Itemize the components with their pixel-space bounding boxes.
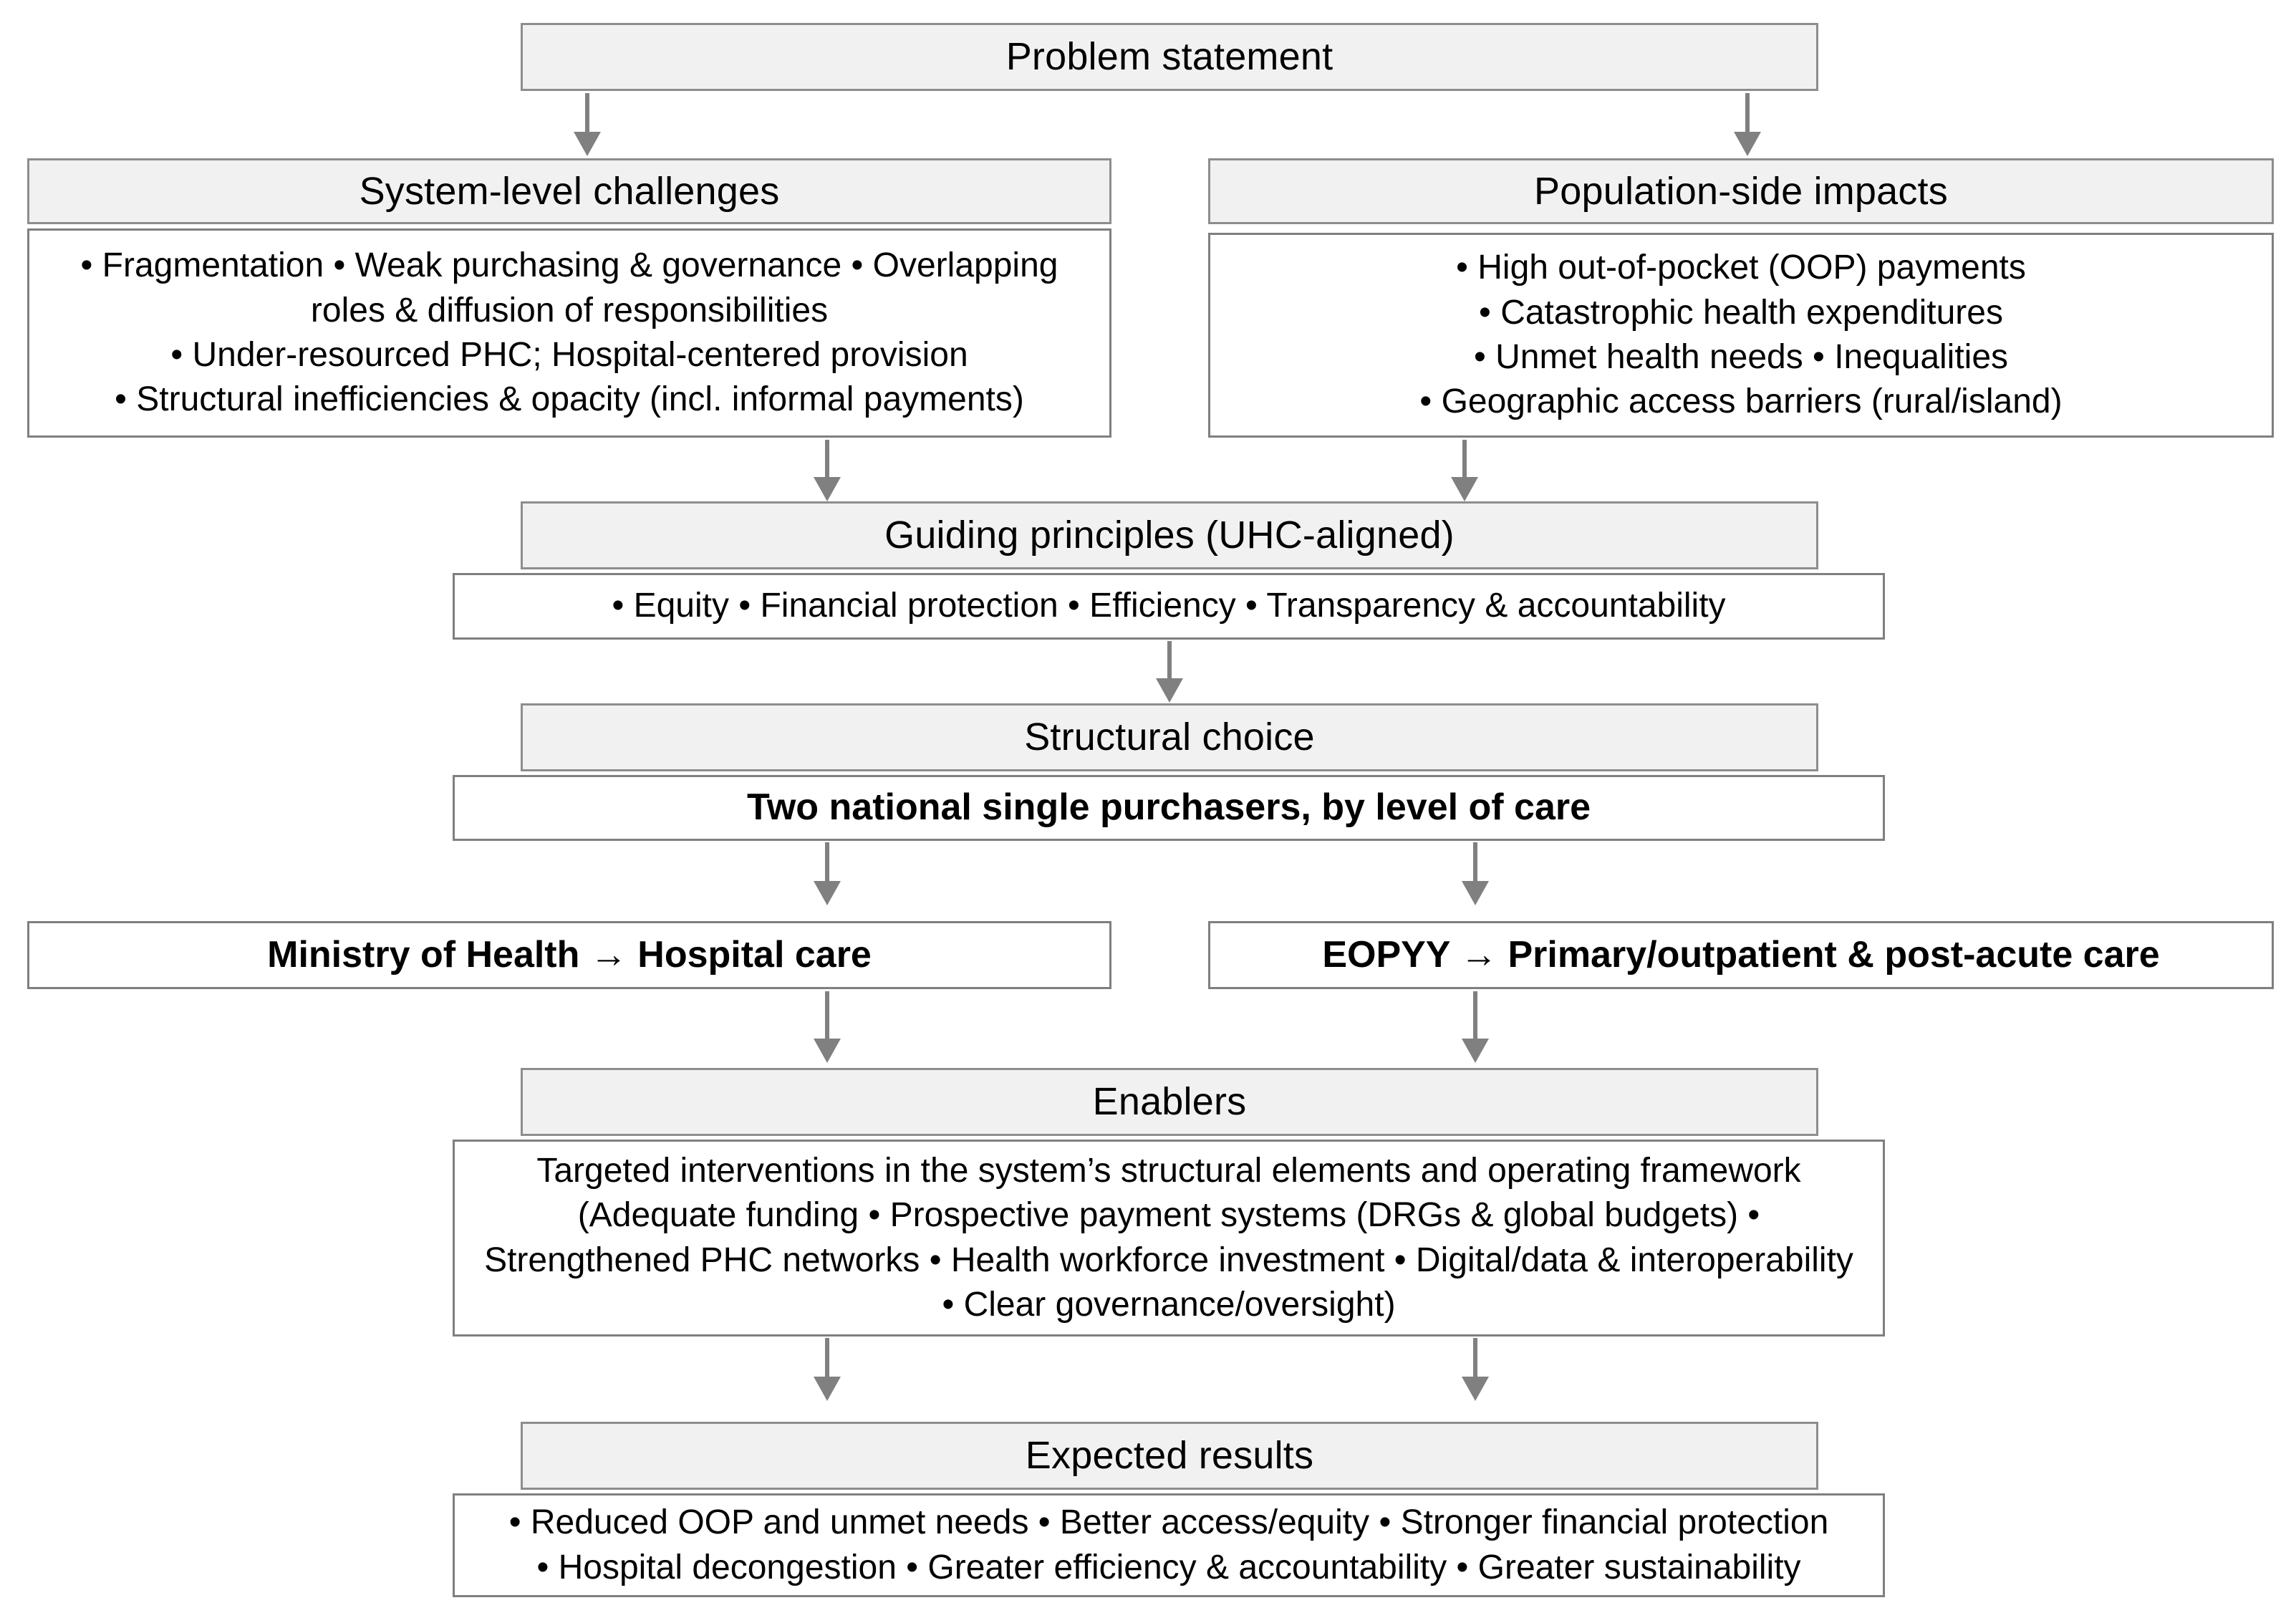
node-enablers-header[interactable]: Enablers (521, 1068, 1818, 1136)
arrow-moh-to-enablers (813, 991, 841, 1063)
node-purchaser-ministry-of-health[interactable]: Ministry of Health → Hospital care (27, 921, 1111, 989)
arrow-population-impacts-to-guiding-principles (1450, 440, 1479, 501)
enablers-description: Targeted interventions in the system’s s… (484, 1151, 1853, 1324)
node-population-side-impacts-header[interactable]: Population-side impacts (1208, 158, 2274, 224)
system-level-challenges-title: System-level challenges (359, 169, 780, 213)
node-enablers-body[interactable]: Targeted interventions in the system’s s… (453, 1140, 1885, 1337)
node-guiding-principles-header[interactable]: Guiding principles (UHC-aligned) (521, 501, 1818, 569)
arrow-problem-to-population-impacts (1733, 93, 1762, 156)
arrow-eopyy-to-enablers (1461, 991, 1490, 1063)
node-guiding-principles-body[interactable]: • Equity • Financial protection • Effici… (453, 573, 1885, 640)
node-expected-results-header[interactable]: Expected results (521, 1422, 1818, 1490)
arrow-structural-choice-to-eopyy (1461, 842, 1490, 905)
expected-results-bullets: • Reduced OOP and unmet needs • Better a… (508, 1503, 1829, 1586)
arrow-system-challenges-to-guiding-principles (813, 440, 841, 501)
node-problem-statement[interactable]: Problem statement (521, 23, 1818, 91)
expected-results-title: Expected results (1025, 1434, 1314, 1478)
enablers-title: Enablers (1092, 1080, 1247, 1124)
system-level-challenges-bullets: • Fragmentation • Weak purchasing & gove… (80, 246, 1058, 419)
node-population-side-impacts-body[interactable]: • High out-of-pocket (OOP) payments • Ca… (1208, 233, 2274, 438)
node-structural-choice-header[interactable]: Structural choice (521, 703, 1818, 771)
structural-choice-title: Structural choice (1024, 716, 1315, 759)
population-side-impacts-bullets: • High out-of-pocket (OOP) payments • Ca… (1419, 249, 2063, 421)
node-system-level-challenges-header[interactable]: System-level challenges (27, 158, 1111, 224)
guiding-principles-bullets: • Equity • Financial protection • Effici… (612, 587, 1726, 625)
population-side-impacts-title: Population-side impacts (1534, 169, 1948, 213)
guiding-principles-title: Guiding principles (UHC-aligned) (884, 514, 1455, 557)
problem-statement-label: Problem statement (1005, 35, 1333, 79)
node-system-level-challenges-body[interactable]: • Fragmentation • Weak purchasing & gove… (27, 228, 1111, 438)
structural-choice-statement: Two national single purchasers, by level… (746, 786, 1591, 829)
arrow-enablers-to-expected-results-right (1461, 1338, 1490, 1401)
node-structural-choice-body[interactable]: Two national single purchasers, by level… (453, 775, 1885, 841)
purchaser-eopyy-label: EOPYY → Primary/outpatient & post-acute … (1322, 933, 2160, 976)
arrow-enablers-to-expected-results-left (813, 1338, 841, 1401)
purchaser-moh-label: Ministry of Health → Hospital care (267, 933, 872, 976)
arrow-structural-choice-to-moh (813, 842, 841, 905)
node-purchaser-eopyy[interactable]: EOPYY → Primary/outpatient & post-acute … (1208, 921, 2274, 989)
arrow-guiding-principles-to-structural-choice (1155, 641, 1184, 703)
arrow-problem-to-system-challenges (573, 93, 602, 156)
node-expected-results-body[interactable]: • Reduced OOP and unmet needs • Better a… (453, 1493, 1885, 1597)
